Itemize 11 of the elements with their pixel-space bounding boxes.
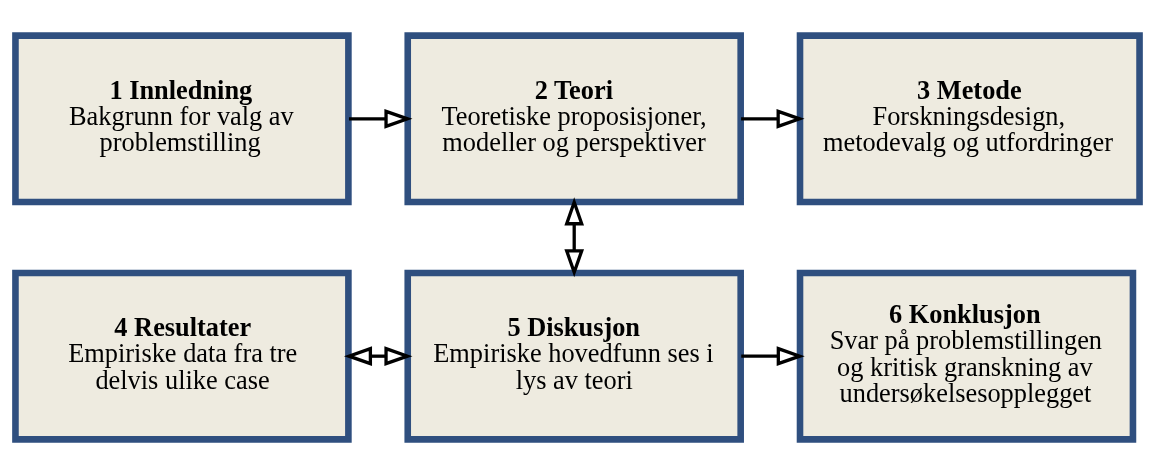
node-box: 5 Diskusjon Empiriske hovedfunn ses i lys av teori bbox=[404, 269, 744, 443]
arrow bbox=[741, 108, 805, 129]
node-box: 2 Teori Teoretiske proposisjoner, modeller og perspektiver bbox=[404, 31, 744, 205]
arrow bbox=[564, 196, 585, 277]
node-box: 1 Innledning Bakgrunn for valg av problemstilling bbox=[12, 31, 352, 205]
node-box: 6 Konklusjon Svar på problemstillingen og kritisk granskning av undersøkelsesopplegget bbox=[796, 269, 1137, 443]
arrow bbox=[343, 345, 413, 366]
node-box: 4 Resultater Empiriske data fra tre delvis ulike case bbox=[12, 269, 352, 443]
node-box: 3 Metode Forskningsdesign, metodevalg og utfordringer bbox=[796, 31, 1143, 205]
arrow bbox=[741, 345, 805, 366]
arrow bbox=[348, 108, 413, 129]
